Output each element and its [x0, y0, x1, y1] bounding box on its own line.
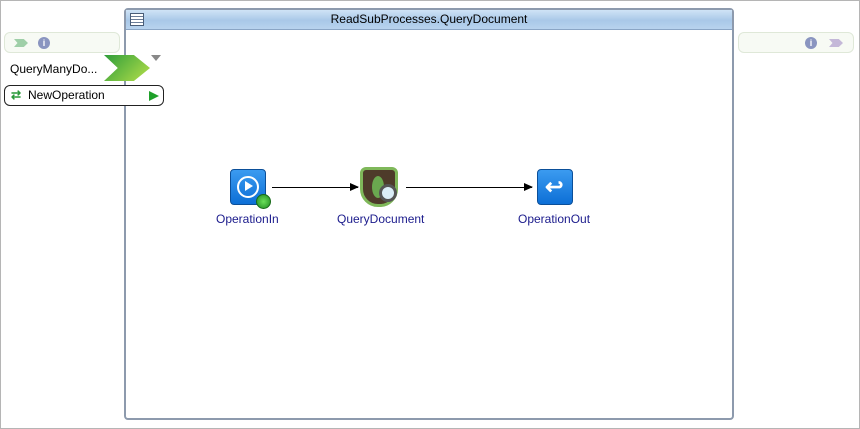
- operation-out-node[interactable]: ↩: [537, 169, 573, 205]
- input-chevron-icon: [14, 39, 28, 47]
- magnifier-icon: [379, 184, 397, 202]
- operation-item[interactable]: ⇄ NewOperation: [4, 85, 164, 106]
- node-label: QueryDocument: [337, 212, 425, 226]
- process-frame: ReadSubProcesses.QueryDocument: [124, 8, 734, 420]
- info-icon[interactable]: i: [38, 37, 50, 49]
- input-pill[interactable]: i: [4, 32, 120, 53]
- frame-titlebar[interactable]: ReadSubProcesses.QueryDocument: [126, 10, 732, 30]
- play-icon: [237, 176, 259, 198]
- query-document-node[interactable]: [360, 167, 398, 207]
- operation-sync-icon: ⇄: [11, 88, 22, 102]
- info-icon[interactable]: i: [805, 37, 817, 49]
- node-label: OperationIn: [216, 212, 279, 226]
- node-label: OperationOut: [518, 212, 591, 226]
- operation-name[interactable]: QueryManyDo...: [10, 62, 98, 76]
- output-pill[interactable]: i: [738, 32, 854, 53]
- frame-title: ReadSubProcesses.QueryDocument: [330, 12, 528, 26]
- table-icon: [130, 13, 144, 26]
- run-icon[interactable]: [149, 91, 159, 101]
- operation-label: NewOperation: [28, 88, 105, 102]
- connector-arrow: [272, 183, 359, 191]
- dropdown-arrow-icon[interactable]: [151, 55, 161, 61]
- operation-in-node[interactable]: [230, 169, 271, 209]
- start-badge-icon: [256, 194, 271, 209]
- return-icon: ↩: [545, 174, 564, 199]
- connector-arrow: [406, 183, 533, 191]
- output-chevron-icon: [829, 39, 843, 47]
